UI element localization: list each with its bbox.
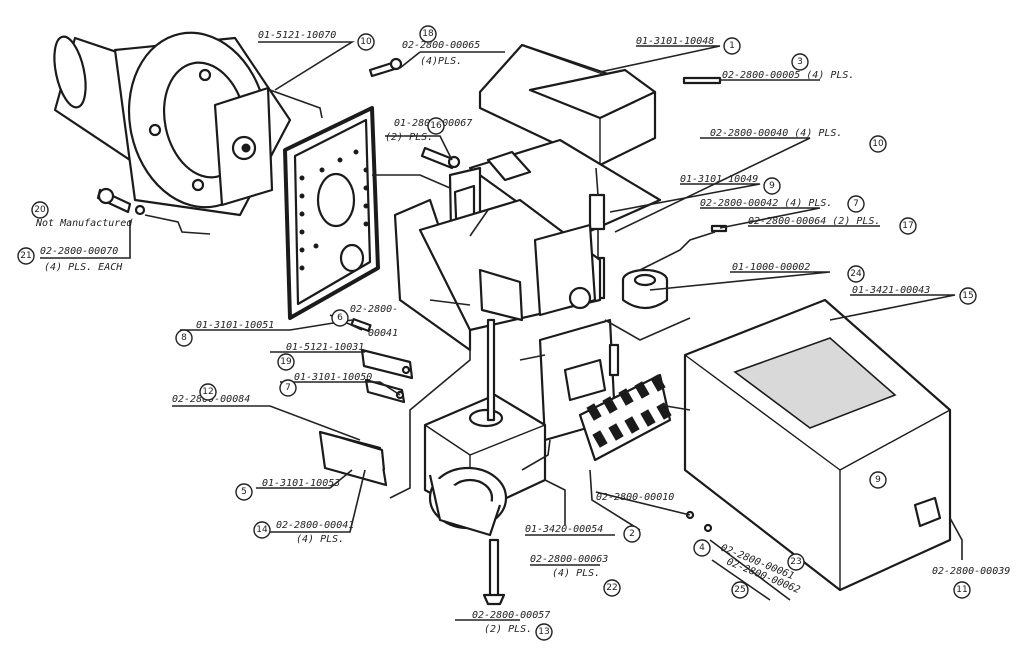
label-part-7b: 01-3101-10050	[294, 372, 372, 383]
ref-box-screw: 11	[956, 585, 967, 595]
label-screw-18-qty: (4)PLS.	[420, 56, 462, 67]
transformer	[621, 268, 669, 310]
label-screw-16-qty: (2) PLS.	[385, 132, 433, 143]
label-part-19: 01-5121-10031	[286, 342, 364, 353]
ref-screw-25: 25	[734, 585, 745, 595]
mounting-plate	[283, 106, 380, 320]
ref-control-box: 15	[962, 291, 973, 301]
ref-screw-10: 10	[872, 139, 884, 149]
ref-transformer: 24	[850, 269, 862, 279]
ref-terminal: 4	[699, 543, 705, 553]
ref-part-7b: 7	[285, 383, 291, 393]
ref-nut-7: 7	[853, 199, 859, 209]
ref-part-6: 6	[337, 313, 343, 323]
label-bracket-9: 01-3101-10049	[680, 174, 758, 185]
label-bolt-21: 02-2800-00070	[40, 246, 118, 257]
ref-cover-5: 5	[241, 487, 247, 497]
label-cover-box: 01-3101-10048	[636, 36, 714, 47]
label-bolt-21-note: (4) PLS. EACH	[44, 262, 123, 273]
label-terminal: 02-2800-00010	[596, 492, 674, 503]
ref-screw-12: 12	[202, 387, 213, 397]
label-box-screw: 02-2800-00039	[932, 566, 1010, 577]
ref-plate-8: 8	[181, 333, 187, 343]
ref-bracket-9: 9	[769, 181, 775, 191]
ref-screw-18: 18	[422, 29, 434, 39]
label-screw-10: 02-2800-00040 (4) PLS.	[710, 128, 842, 139]
ref-screw-23: 23	[790, 557, 801, 567]
ref-part-19: 19	[280, 357, 292, 367]
label-washer-17: 02-2800-00064 (2) PLS.	[748, 216, 880, 227]
ref-box: 9	[875, 475, 881, 485]
ref-pump: 2	[629, 529, 635, 539]
ref-cover-box: 1	[729, 41, 735, 51]
burner-tube	[53, 31, 292, 217]
label-gasket-note: Not Manufactured	[35, 218, 133, 229]
label-bottom-bolt: 02-2800-00057	[472, 610, 550, 621]
ref-bolt-21: 21	[20, 251, 31, 261]
label-burner-tube: 01-5121-10070	[258, 30, 336, 41]
ref-top-screws: 3	[797, 57, 803, 67]
label-screw-22-qty: (4) PLS.	[552, 568, 600, 579]
ref-gasket: 20	[34, 205, 46, 215]
small-parts	[96, 57, 728, 533]
label-part-6: 02-2800-	[350, 304, 398, 315]
oil-pump-motor	[423, 318, 547, 606]
ref-bubbles: 10 18 1 3 10 16 9 7 17 24 15 20 21 8 6 1…	[17, 25, 977, 641]
label-screw-14-qty: (4) PLS.	[296, 534, 344, 545]
label-pump: 01-3420-00054	[525, 524, 603, 535]
ref-washer-17: 17	[902, 221, 913, 231]
top-cover	[478, 43, 657, 167]
ref-bottom-bolt: 13	[538, 627, 549, 637]
label-cover-5: 01-3101-10053	[262, 478, 340, 489]
ref-screw-16: 16	[430, 121, 442, 131]
ref-screw-14: 14	[256, 525, 268, 535]
ref-burner-tube: 10	[360, 37, 372, 47]
label-bottom-bolt-qty: (2) PLS.	[484, 624, 532, 635]
label-screw-22: 02-2800-00063	[530, 554, 608, 565]
interior-frame	[393, 166, 620, 442]
label-part-6-sub: 00041	[368, 328, 398, 339]
label-screw-18-part: 02-2800-00065	[402, 40, 480, 51]
label-plate-8: 01-3101-10051	[196, 320, 274, 331]
label-top-screws: 02-2800-00005 (4) PLS.	[722, 70, 854, 81]
label-nut-7: 02-2800-00042 (4) PLS.	[700, 198, 832, 209]
callout-leaders	[40, 41, 963, 621]
label-screw-14: 02-2800-00041	[276, 520, 354, 531]
assembly-lines	[144, 89, 716, 531]
control-box	[683, 298, 952, 592]
ref-screw-22: 22	[606, 583, 617, 593]
label-control-box: 01-3421-00043	[852, 285, 930, 296]
terminal-strip	[578, 373, 672, 462]
label-transformer: 01-1000-00002	[732, 262, 810, 273]
